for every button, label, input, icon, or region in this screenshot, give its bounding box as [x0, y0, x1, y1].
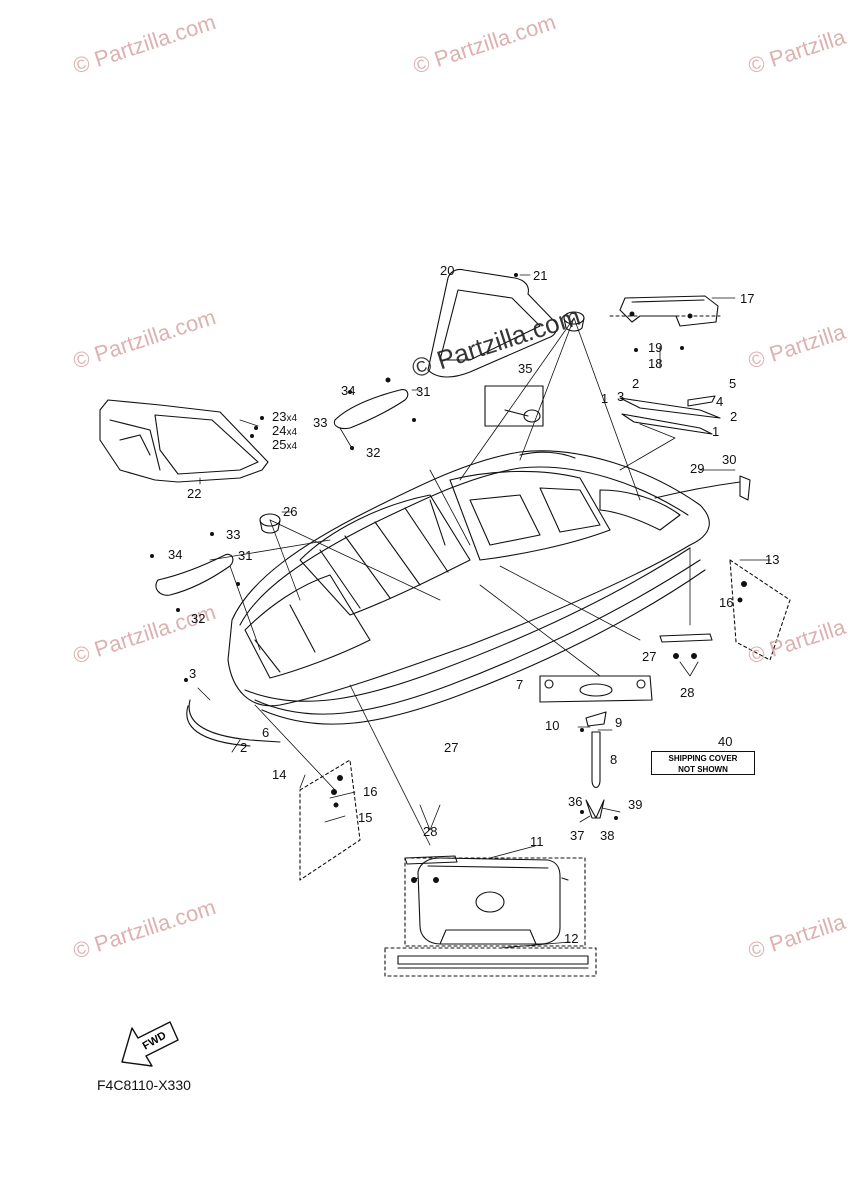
post-8 — [591, 731, 601, 789]
callout-5: 5 — [729, 376, 737, 391]
rail-lower — [621, 413, 713, 435]
callout-17: 17 — [740, 291, 755, 306]
bracket-17 — [619, 295, 719, 327]
fasteners — [150, 273, 747, 883]
callout-35: 35 — [518, 361, 533, 376]
callout-23: 23x4 — [272, 409, 298, 424]
callout-33-upper: 33 — [313, 415, 328, 430]
callout-24: 24x4 — [272, 423, 298, 438]
callout-9: 9 — [615, 715, 623, 730]
callout-10: 10 — [545, 718, 560, 733]
cable-6 — [188, 699, 281, 743]
callout-37: 37 — [570, 828, 585, 843]
callout-22: 22 — [187, 486, 202, 501]
callout-36: 36 — [568, 794, 583, 809]
callout-31-lower: 31 — [238, 548, 253, 563]
leader-lines — [197, 274, 771, 949]
tube-12 — [397, 955, 589, 965]
callout-40: 40 — [718, 734, 733, 749]
bracket-36 — [585, 799, 605, 819]
callout-3-b: 3 — [189, 666, 197, 681]
callout-4: 4 — [716, 394, 724, 409]
cover-7 — [539, 675, 653, 703]
callout-32-lower: 32 — [191, 611, 206, 626]
console-cover — [99, 399, 269, 483]
callout-1-b: 1 — [712, 424, 720, 439]
callout-33-lower: 33 — [226, 527, 241, 542]
drawing-code: F4C8110-X330 — [97, 1077, 191, 1093]
callout-12: 12 — [564, 931, 579, 946]
shipping-note-line1: SHIPPING COVER — [668, 754, 738, 763]
callout-26: 26 — [283, 504, 298, 519]
callout-27-left: 27 — [444, 740, 459, 755]
boat-hull — [227, 450, 710, 725]
callout-15: 15 — [358, 810, 373, 825]
callout-18: 18 — [648, 356, 663, 371]
callout-13: 13 — [765, 552, 780, 567]
plate-35 — [484, 385, 544, 427]
callout-34-lower: 34 — [168, 547, 183, 562]
callout-21: 21 — [533, 268, 548, 283]
grab-rail-upper — [333, 389, 409, 430]
callout-32-upper: 32 — [366, 445, 381, 460]
line-29 — [654, 481, 741, 499]
cleat-27-right — [659, 633, 713, 643]
callout-14: 14 — [272, 767, 287, 782]
callout-39: 39 — [628, 797, 643, 812]
shipping-cover-note: SHIPPING COVER NOT SHOWN — [651, 751, 755, 775]
rail-upper — [619, 397, 721, 419]
tower-frame — [427, 268, 558, 378]
callout-38: 38 — [600, 828, 615, 843]
callout-31-upper: 31 — [416, 384, 431, 399]
callout-8: 8 — [610, 752, 618, 767]
callout-6: 6 — [262, 725, 270, 740]
fwd-arrow-icon — [121, 1021, 179, 1067]
callout-11: 11 — [530, 834, 544, 849]
detail-boxes — [299, 315, 791, 977]
callout-16-left: 16 — [363, 784, 378, 799]
callout-2-b: 2 — [730, 409, 738, 424]
callout-28-left: 28 — [423, 824, 438, 839]
callout-28-right: 28 — [680, 685, 695, 700]
callout-2-a: 2 — [632, 376, 640, 391]
callout-30: 30 — [722, 452, 737, 467]
callout-19: 19 — [648, 340, 663, 355]
cooler-11 — [411, 857, 569, 945]
callout-1-a: 1 — [601, 391, 609, 406]
callout-3-a: 3 — [617, 389, 625, 404]
callout-7: 7 — [516, 677, 524, 692]
callout-34-upper: 34 — [341, 383, 356, 398]
cleat-27-left — [404, 855, 458, 865]
callout-16-right: 16 — [719, 595, 734, 610]
shipping-note-line2: NOT SHOWN — [678, 765, 728, 774]
callout-29: 29 — [690, 461, 705, 476]
callout-25: 25x4 — [272, 437, 298, 452]
callout-2-c: 2 — [240, 740, 248, 755]
callout-27-right: 27 — [642, 649, 657, 664]
callout-20: 20 — [440, 263, 455, 278]
